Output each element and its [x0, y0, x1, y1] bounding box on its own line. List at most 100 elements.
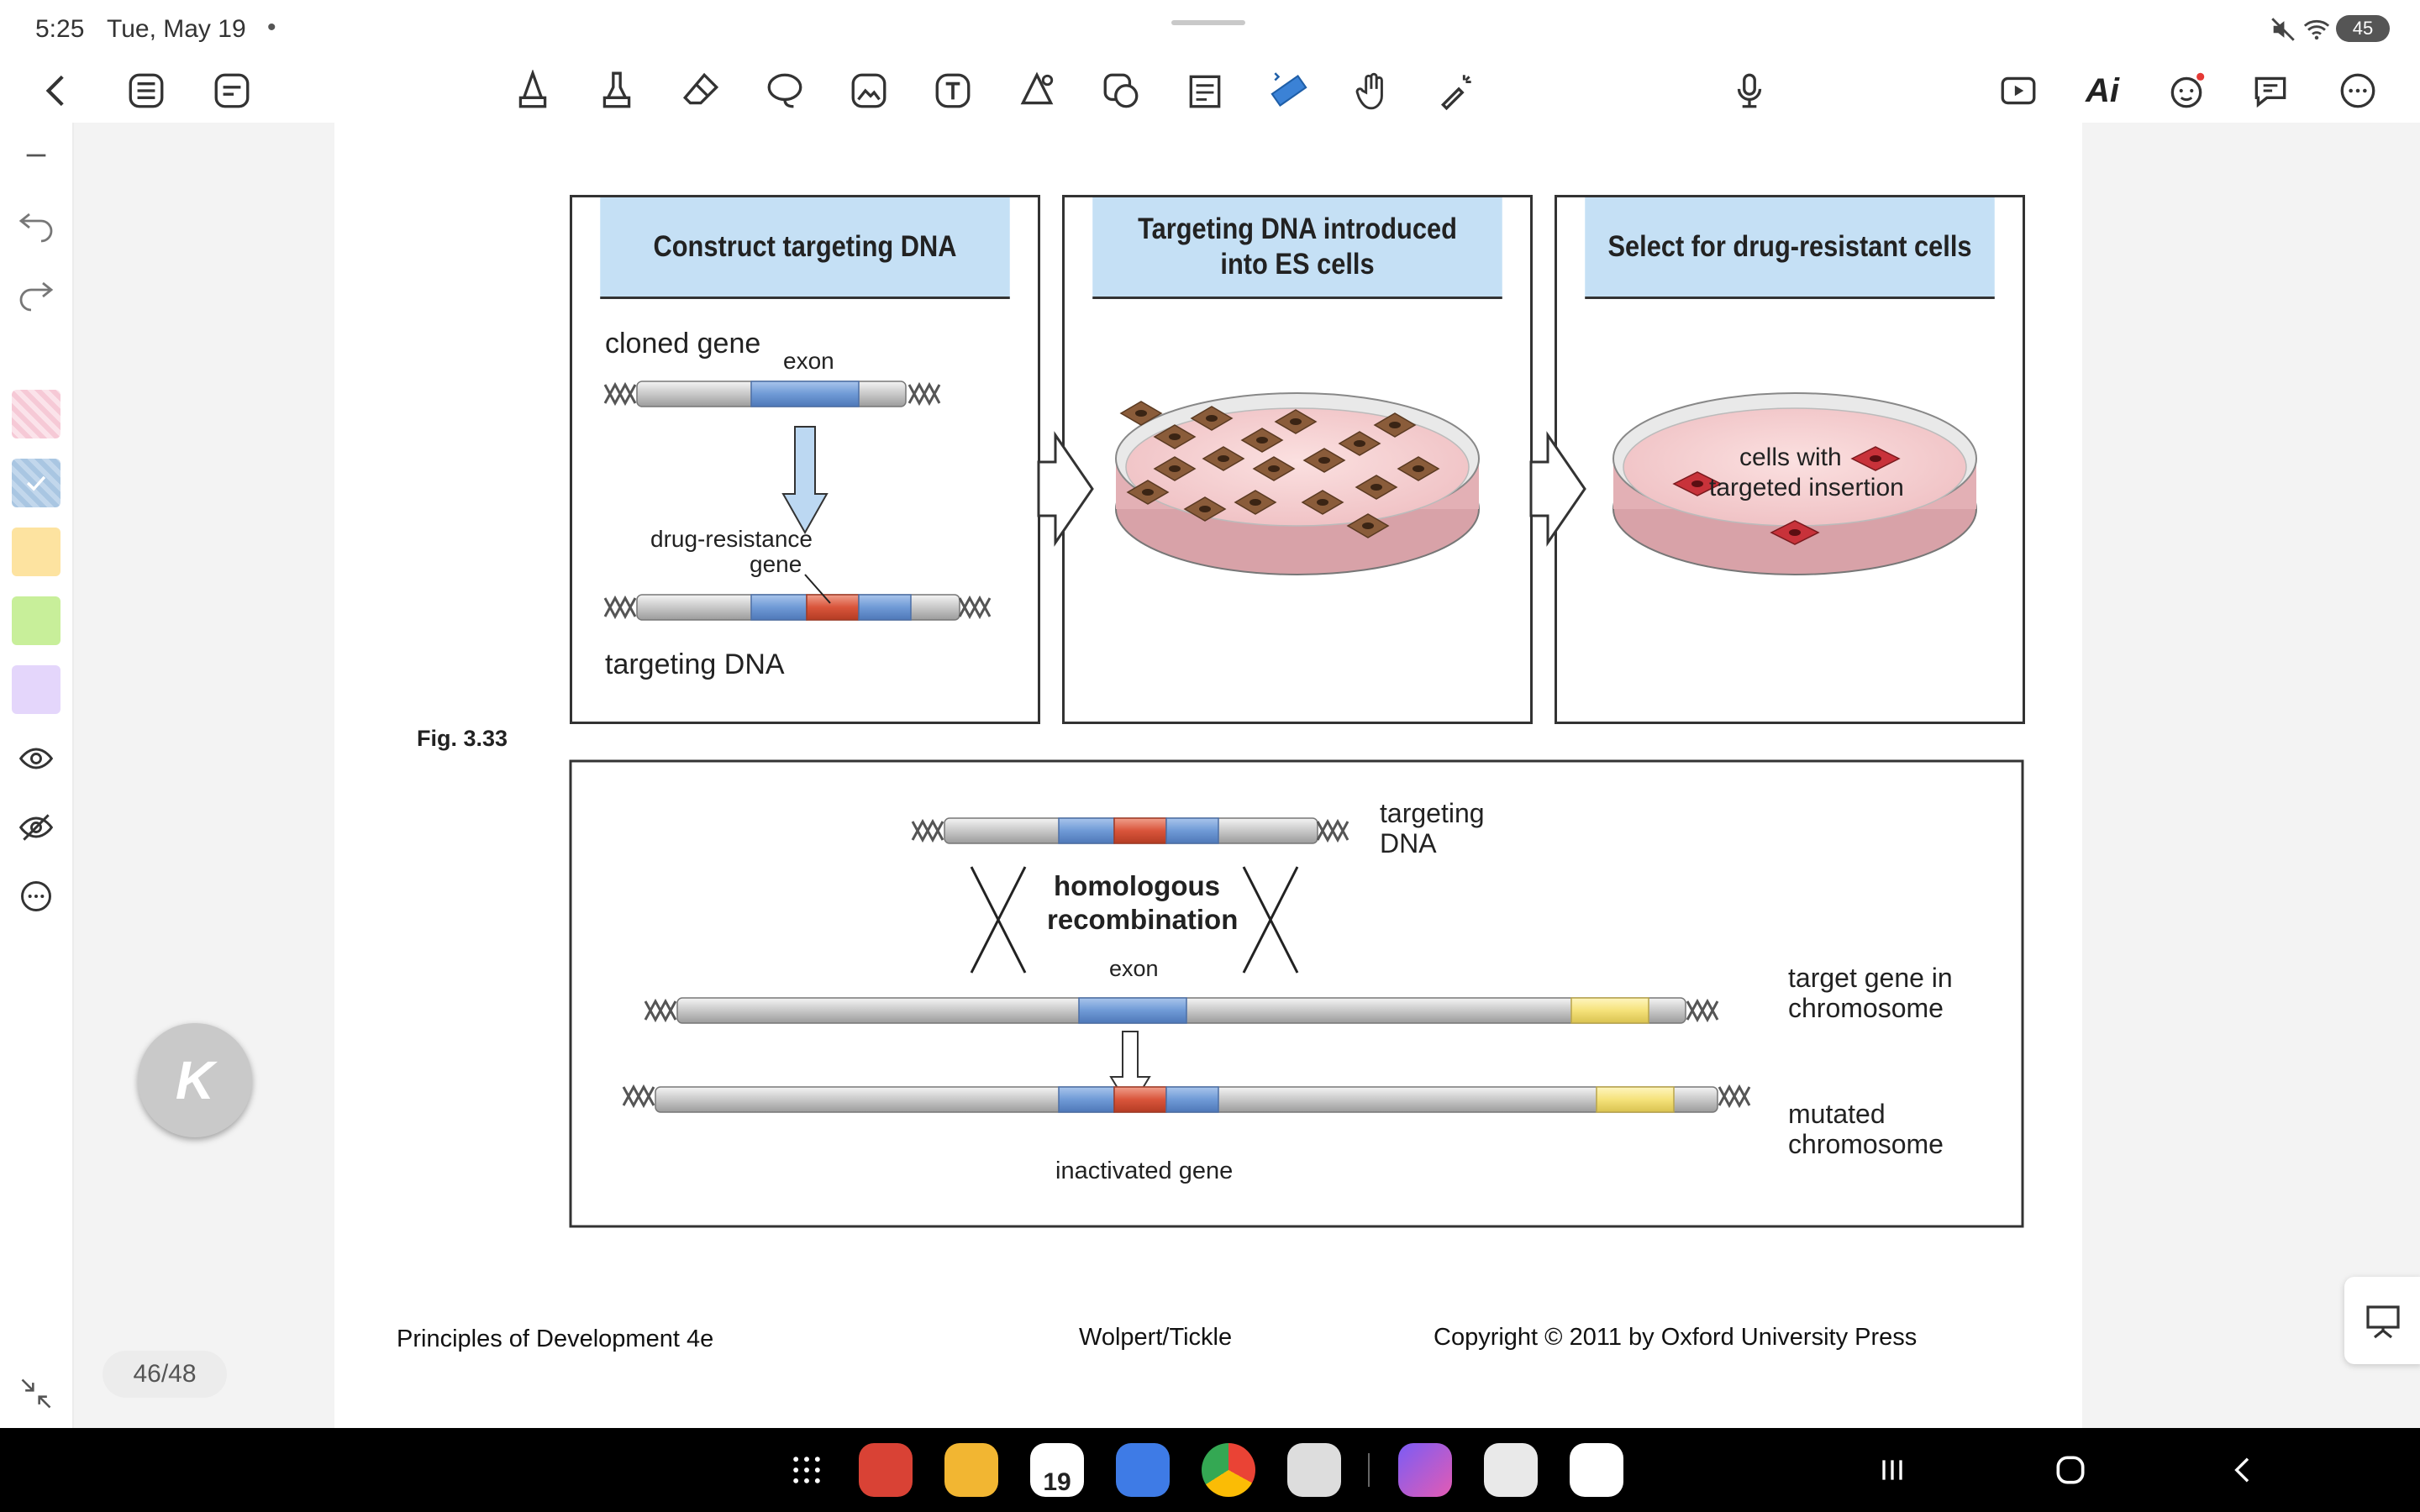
- drag-handle[interactable]: [1171, 20, 1245, 25]
- system-taskbar: 19: [0, 1428, 2420, 1512]
- recents-icon: [1882, 1460, 1902, 1480]
- comment-button[interactable]: [2244, 64, 2297, 118]
- app-gmail-icon[interactable]: [1570, 1443, 1623, 1497]
- swatch-blue-selected[interactable]: [12, 459, 60, 507]
- swatch-pink[interactable]: [12, 390, 60, 438]
- targeted-cell-nucleus: [1870, 455, 1881, 462]
- page-counter[interactable]: 46/48: [103, 1351, 227, 1398]
- shape-tool[interactable]: [1010, 64, 1064, 118]
- minimize-icon: [21, 1378, 51, 1409]
- label-targeting: targeting: [1380, 798, 1485, 828]
- undo-button[interactable]: [12, 200, 60, 249]
- hand-tool[interactable]: [1346, 64, 1400, 118]
- ruler-tool[interactable]: [1262, 64, 1316, 118]
- panel1-down-arrow: [781, 426, 829, 535]
- label-homologous: homologous: [1054, 870, 1220, 901]
- lasso-tool[interactable]: [758, 64, 812, 118]
- swatch-purple[interactable]: [12, 665, 60, 714]
- arrow-panel2-3: [1529, 431, 1586, 547]
- label-target-gene: target gene in: [1788, 963, 1953, 993]
- es-cell-nucleus: [1169, 465, 1181, 472]
- page-menu-icon: [214, 73, 250, 108]
- nav-back-icon: [2234, 1457, 2249, 1483]
- pen-tool[interactable]: [506, 64, 560, 118]
- image-icon: [851, 73, 886, 108]
- app-group-icon[interactable]: [1484, 1443, 1538, 1497]
- presenter-button[interactable]: [2344, 1277, 2420, 1364]
- home-button[interactable]: [2052, 1452, 2089, 1493]
- floating-k-button[interactable]: K: [138, 1023, 252, 1137]
- label-cells-with: cells with: [1739, 444, 1842, 471]
- label-cloned-gene: cloned gene: [605, 328, 761, 360]
- page-menu-button[interactable]: [205, 64, 259, 118]
- hide-button[interactable]: [12, 803, 60, 852]
- text-tool[interactable]: [926, 64, 980, 118]
- swatch-yellow[interactable]: [12, 528, 60, 576]
- es-cell-nucleus: [1135, 410, 1147, 417]
- sidebar: [0, 123, 74, 1428]
- sticker-tool[interactable]: [1094, 64, 1148, 118]
- eye-icon: [18, 748, 54, 769]
- status-bar: 5:25 Tue, May 19 • 45: [0, 0, 2420, 59]
- app-camera-icon[interactable]: [1287, 1443, 1341, 1497]
- recombination-panel: [569, 759, 2024, 1228]
- minimize-button[interactable]: [12, 1369, 60, 1418]
- label-recombination: recombination: [1047, 904, 1239, 935]
- redo-button[interactable]: [12, 269, 60, 318]
- record-button[interactable]: [1723, 64, 1776, 118]
- es-cell-nucleus: [1362, 522, 1374, 529]
- back-icon: [45, 75, 64, 107]
- es-cell-nucleus: [1249, 499, 1261, 506]
- highlighter-tool[interactable]: [590, 64, 644, 118]
- ai-button[interactable]: Ai: [2075, 64, 2129, 118]
- show-button[interactable]: [12, 734, 60, 783]
- swatch-green[interactable]: [12, 596, 60, 645]
- app-chrome-icon[interactable]: [1202, 1443, 1255, 1497]
- image-tool[interactable]: [842, 64, 896, 118]
- undo-icon: [18, 213, 53, 243]
- es-cell-nucleus: [1142, 489, 1154, 496]
- app-drawer-button[interactable]: [788, 1452, 825, 1493]
- text-icon: [935, 73, 971, 108]
- more-button[interactable]: [2331, 64, 2385, 118]
- presentation-button[interactable]: [1991, 64, 2045, 118]
- targeted-cell-nucleus: [1789, 529, 1801, 536]
- taskbar-divider: [1368, 1453, 1370, 1487]
- app-pen-icon[interactable]: [1398, 1443, 1452, 1497]
- status-notification-dot: •: [267, 13, 276, 41]
- panel3-title: Select for drug-resistant cells: [1585, 197, 1995, 299]
- battery-icon: 45: [2336, 15, 2390, 42]
- app-messages-icon[interactable]: [1116, 1443, 1170, 1497]
- app-calendar-icon[interactable]: 19: [1030, 1443, 1084, 1497]
- app-notes-icon[interactable]: [859, 1443, 913, 1497]
- panel2-title-line2: into ES cells: [1220, 248, 1375, 281]
- sidebar-more-button[interactable]: [12, 872, 60, 921]
- check-icon: [26, 475, 46, 491]
- collapse-button[interactable]: [12, 131, 60, 180]
- label-drug-resistance-2: gene: [750, 551, 802, 577]
- textbox-tool[interactable]: [1178, 64, 1232, 118]
- collapse-icon: [26, 154, 46, 157]
- outline-button[interactable]: [119, 64, 173, 118]
- app-files-icon[interactable]: [944, 1443, 998, 1497]
- eraser-tool[interactable]: [674, 64, 728, 118]
- figure-graphics: [569, 381, 2024, 1228]
- es-cell-nucleus: [1317, 499, 1328, 506]
- es-cell-nucleus: [1318, 457, 1330, 464]
- microphone-icon: [1737, 73, 1762, 108]
- label-dna: DNA: [1380, 828, 1437, 858]
- back-button[interactable]: [30, 64, 84, 118]
- footer-copyright: Copyright © 2011 by Oxford University Pr…: [1434, 1324, 1918, 1351]
- laser-pointer-tool[interactable]: [1430, 64, 1484, 118]
- status-date: Tue, May 19: [107, 15, 246, 43]
- targeted-cell-nucleus: [1691, 480, 1703, 487]
- arrow-panel1-2: [1037, 431, 1094, 547]
- nav-back-button[interactable]: [2227, 1453, 2260, 1491]
- home-icon: [2056, 1456, 2085, 1484]
- hand-icon: [1355, 72, 1383, 110]
- sticker-face-button[interactable]: [2160, 64, 2213, 118]
- recents-button[interactable]: [1876, 1453, 1909, 1491]
- label-exon-chromosome: exon: [1109, 956, 1159, 981]
- pen-icon: [518, 70, 547, 108]
- crossover-left: [970, 866, 1027, 974]
